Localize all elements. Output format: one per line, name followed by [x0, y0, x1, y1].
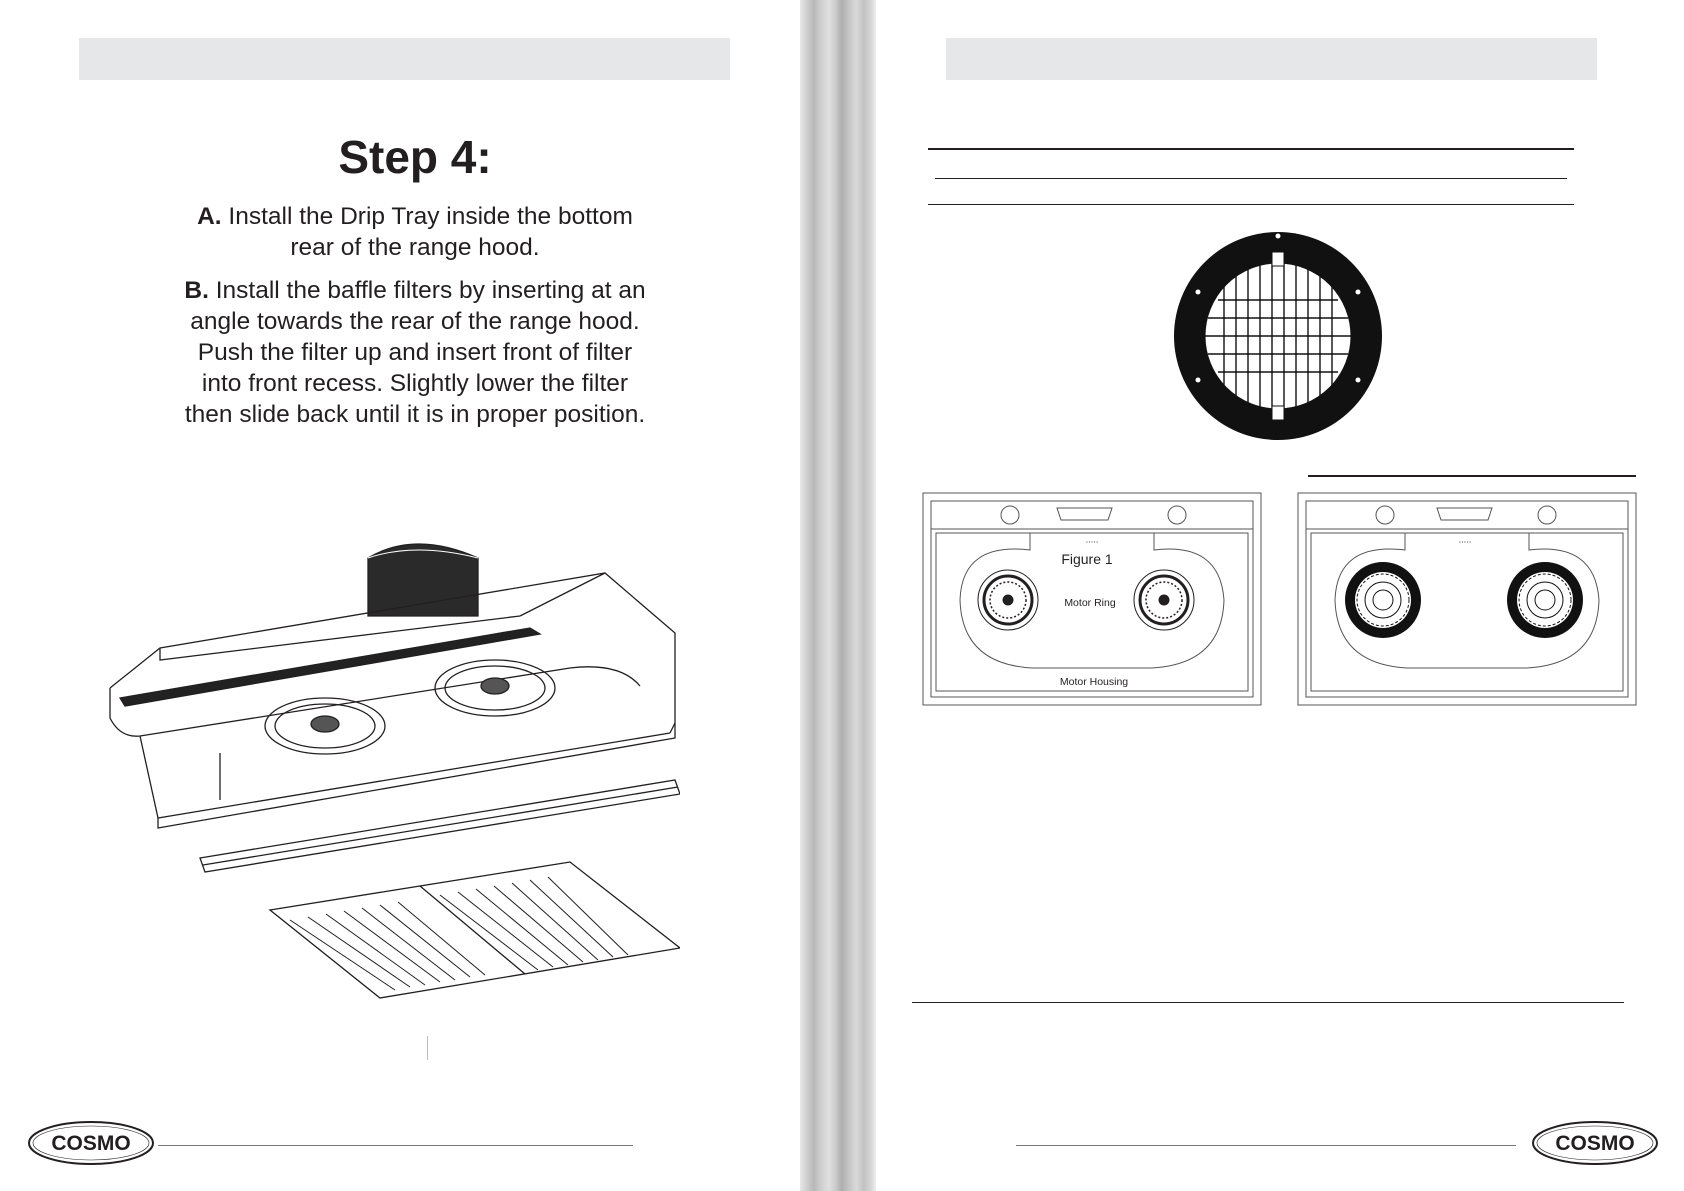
instruction-b-line-4: into front recess. Slightly lower the fi…	[201, 370, 629, 397]
right-header-bar	[946, 38, 1597, 80]
svg-text:• • • • •: • • • • •	[1459, 539, 1471, 544]
text-rule-3	[928, 204, 1574, 205]
logo-text: COSMO	[51, 1132, 130, 1155]
footer-rule	[158, 1145, 633, 1146]
left-header-bar	[79, 38, 730, 80]
text-rule-2	[935, 178, 1567, 179]
instruction-b-label: B.	[184, 277, 209, 304]
figure-2-motor-housing-with-filters: • • • • •	[1297, 492, 1637, 706]
bottom-text-rule	[912, 1002, 1624, 1003]
figure-2-caption-rule	[1308, 475, 1636, 477]
step-title: Step 4:	[338, 131, 492, 183]
page-divider-mark	[427, 1036, 428, 1060]
instruction-b-line-5: then slide back until it is in proper po…	[184, 401, 646, 428]
range-hood-illustration	[109, 543, 680, 999]
text-rule-1	[928, 148, 1574, 150]
book-spine	[800, 0, 876, 1191]
instruction-a-line-1: Install the Drip Tray inside the bottom	[228, 203, 633, 230]
instruction-b: B. Install the baffle filters by inserti…	[150, 275, 680, 430]
svg-text:• • • • •: • • • • •	[1086, 539, 1098, 544]
left-page: Step 4: A. Install the Drip Tray inside …	[0, 0, 800, 1191]
footer-rule-right	[1016, 1145, 1516, 1146]
logo-text-right: COSMO	[1555, 1132, 1634, 1155]
figure-1-title: Figure 1	[1061, 551, 1113, 567]
motor-ring-label: Motor Ring	[1064, 597, 1116, 609]
cosmo-logo: COSMO	[28, 1121, 154, 1165]
figure-1-motor-housing: • • • • • Figure 1 Motor Ring Motor Hous…	[922, 492, 1262, 706]
instruction-b-line-3: Push the filter up and insert front of f…	[197, 339, 633, 366]
motor-housing-label: Motor Housing	[1060, 676, 1128, 688]
instruction-b-line-1: Install the baffle filters by inserting …	[215, 277, 646, 304]
instruction-a: A. Install the Drip Tray inside the bott…	[150, 201, 680, 263]
instruction-a-label: A.	[197, 203, 222, 230]
charcoal-filter-illustration	[1174, 232, 1382, 440]
instruction-b-line-2: angle towards the rear of the range hood…	[190, 308, 640, 335]
cosmo-logo-right: COSMO	[1532, 1121, 1658, 1165]
instruction-a-line-2: rear of the range hood.	[290, 234, 540, 261]
